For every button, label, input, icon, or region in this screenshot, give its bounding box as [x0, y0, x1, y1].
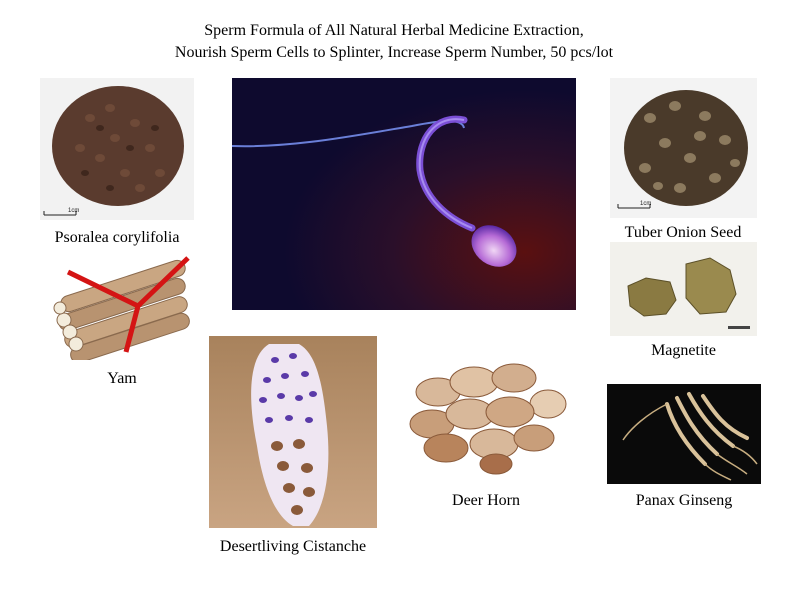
yam-image [48, 248, 196, 360]
label-desertliving-cistanche: Desertliving Cistanche [219, 538, 367, 555]
desertliving-cistanche-image [209, 336, 377, 528]
title-line-1: Sperm Formula of All Natural Herbal Medi… [204, 22, 584, 39]
psoralea-seeds-image: 1cm [40, 78, 194, 220]
page-title: Sperm Formula of All Natural Herbal Medi… [0, 20, 788, 64]
label-panax-ginseng: Panax Ginseng [635, 492, 733, 509]
sperm-cell-image [232, 78, 576, 310]
title-line-2: Nourish Sperm Cells to Splinter, Increas… [174, 44, 614, 61]
scale-label: 1cm [640, 201, 651, 207]
panax-ginseng-image [607, 384, 761, 484]
scale-label: 1cm [68, 208, 79, 214]
magnetite-image [610, 242, 757, 336]
label-psoralea-corylifolia: Psoralea corylifolia [54, 229, 180, 246]
label-yam: Yam [107, 370, 137, 387]
label-magnetite: Magnetite [651, 342, 716, 359]
deer-horn-image [402, 352, 570, 478]
tuber-onion-seed-image: 1cm [610, 78, 757, 218]
label-deer-horn: Deer Horn [452, 492, 520, 509]
label-tuber-onion-seed: Tuber Onion Seed [624, 224, 742, 241]
